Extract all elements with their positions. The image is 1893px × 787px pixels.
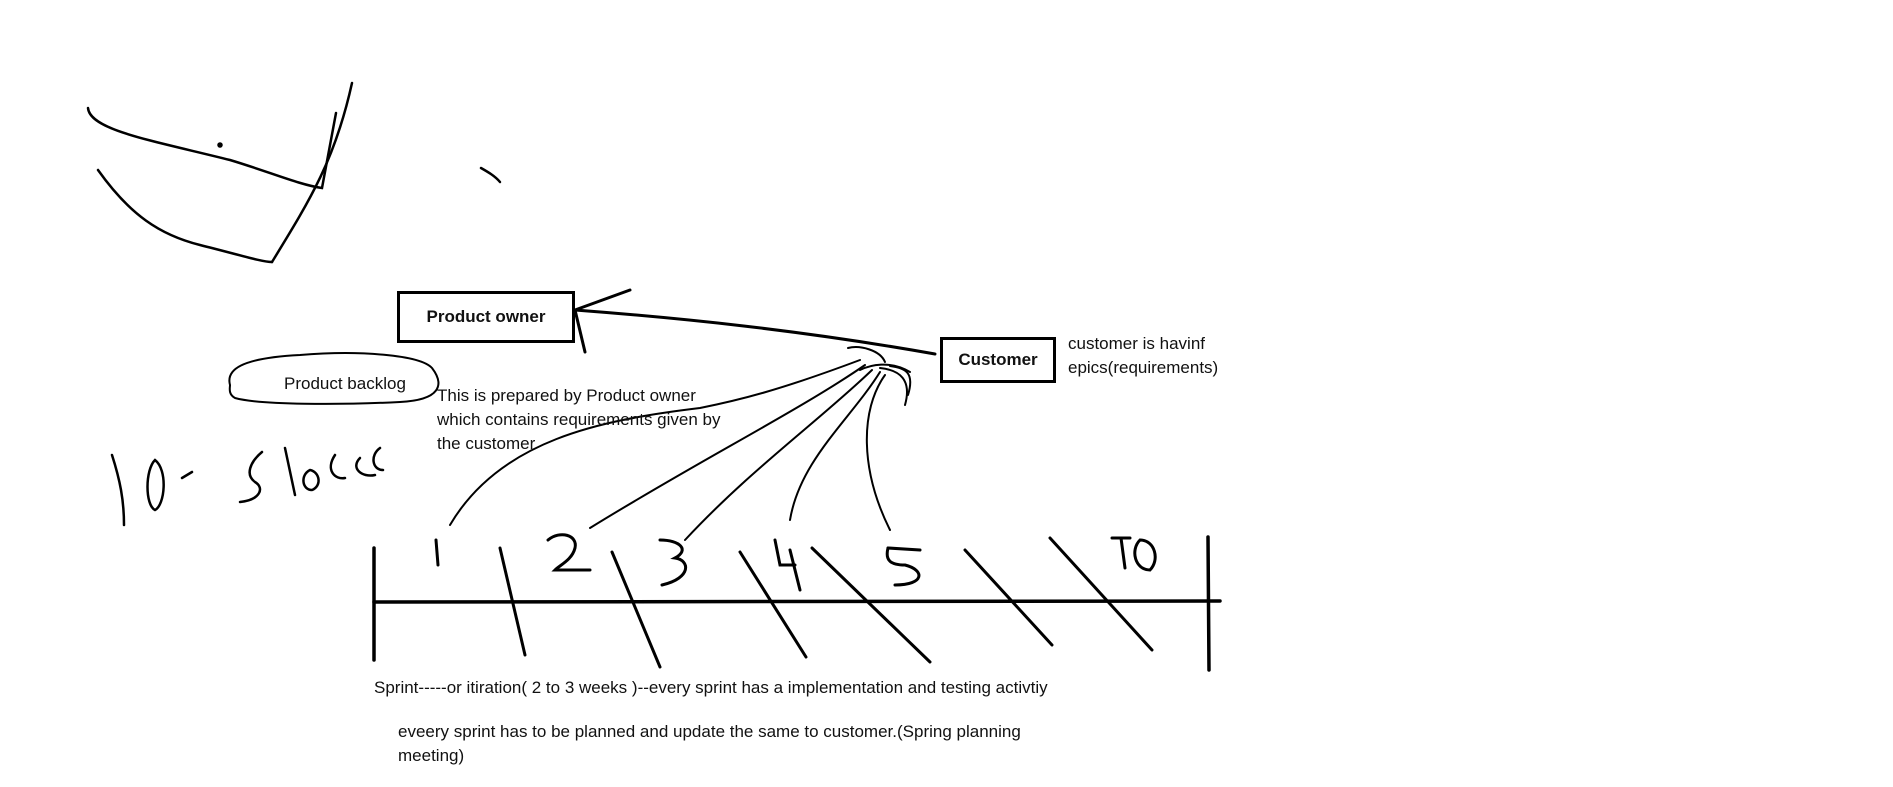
backlog-note-line: the customer bbox=[437, 434, 536, 453]
scribble-top-left bbox=[86, 81, 502, 264]
customer-to-owner-arrow bbox=[573, 288, 937, 356]
customer-note: customer is havinf epics(requirements) bbox=[1068, 332, 1218, 380]
requirement-strands bbox=[449, 346, 912, 541]
backlog-note-line: which contains requirements given by bbox=[437, 410, 721, 429]
handwritten-stories-label bbox=[110, 446, 385, 527]
product-backlog-label: Product backlog bbox=[284, 374, 406, 393]
planning-caption-line: meeting) bbox=[398, 746, 465, 765]
planning-caption-line: eveery sprint has to be planned and upda… bbox=[398, 722, 1021, 741]
sprint-caption: Sprint-----or itiration( 2 to 3 weeks )-… bbox=[374, 678, 1048, 697]
customer-box: Customer bbox=[940, 337, 1056, 383]
backlog-note-line: This is prepared by Product owner bbox=[437, 386, 696, 405]
backlog-note: This is prepared by Product owner which … bbox=[437, 384, 720, 456]
product-owner-box: Product owner bbox=[397, 291, 575, 343]
sprint-numbers bbox=[434, 533, 1157, 592]
sprint-separators bbox=[498, 536, 1154, 669]
customer-note-line: epics(requirements) bbox=[1068, 358, 1219, 377]
product-owner-label: Product owner bbox=[426, 307, 546, 326]
customer-label: Customer bbox=[958, 350, 1038, 369]
customer-note-line: customer is havinf bbox=[1068, 334, 1205, 353]
planning-caption: eveery sprint has to be planned and upda… bbox=[398, 720, 1021, 768]
sprint-timeline bbox=[372, 535, 1222, 672]
product-backlog-ellipse bbox=[228, 352, 440, 405]
